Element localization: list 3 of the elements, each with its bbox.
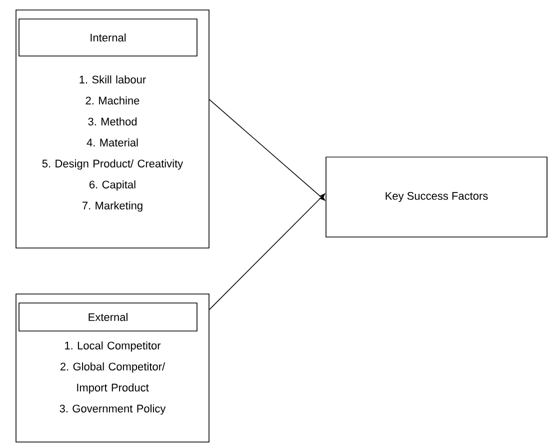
heading-box: External: [18, 302, 198, 332]
heading-box: Internal: [18, 18, 198, 56]
process-box: Key Success Factors: [326, 156, 548, 238]
